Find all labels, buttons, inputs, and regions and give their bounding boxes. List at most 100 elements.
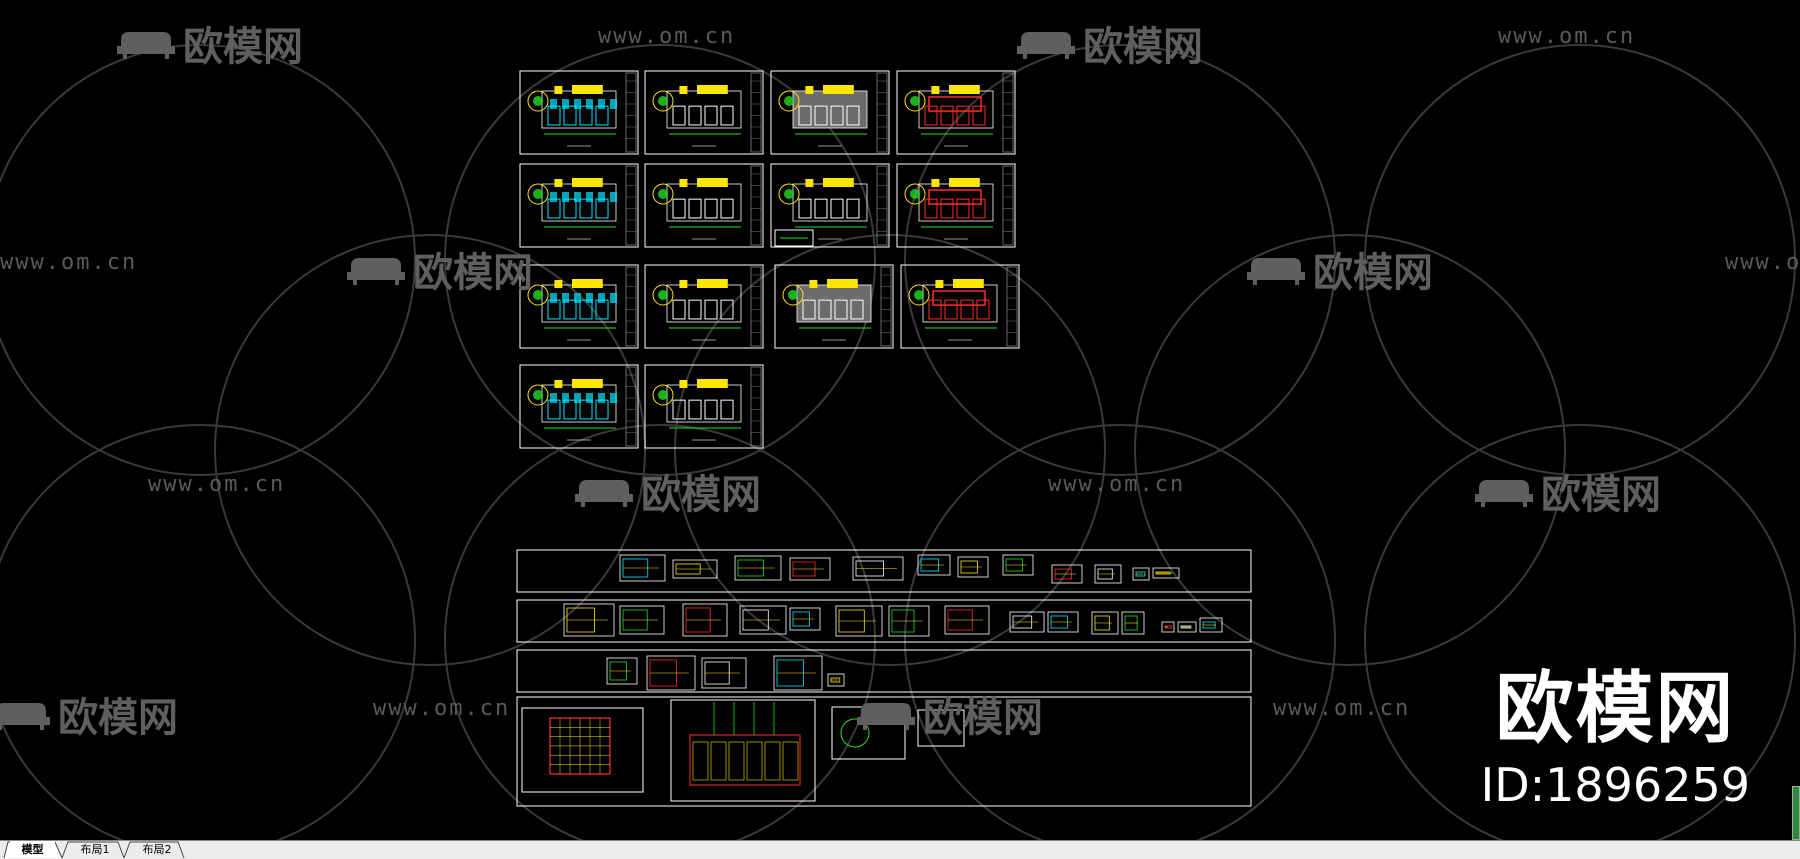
elevation-panel	[728, 741, 745, 781]
curved-entrance	[904, 90, 926, 112]
room-partition	[830, 198, 844, 219]
mini-sheet	[1177, 621, 1197, 633]
room-partition	[688, 105, 702, 126]
drawing-sheet-frame	[774, 264, 894, 349]
yellow-block	[679, 179, 688, 187]
mini-sheet	[606, 657, 638, 685]
sofa-logo-icon	[575, 480, 633, 507]
watermark-circle	[444, 424, 876, 840]
watermark-logo: 欧模网	[1245, 240, 1433, 298]
scrollbar-handle[interactable]	[1792, 786, 1800, 840]
mini-sheet	[682, 603, 728, 637]
yellow-block	[572, 178, 603, 187]
mini-sheet	[701, 657, 747, 689]
watermark-circle	[1134, 234, 1566, 666]
room-partition	[972, 105, 986, 126]
title-block	[1002, 165, 1014, 246]
floor-plan-outline	[796, 284, 872, 323]
room-partition	[563, 299, 577, 320]
green-planting	[533, 390, 543, 400]
title-block	[625, 72, 637, 153]
furniture-block	[598, 192, 605, 202]
curved-entrance	[778, 90, 800, 112]
furniture-block	[586, 192, 593, 202]
watermark-url: www.om.cn	[1498, 24, 1636, 49]
mini-sheet	[734, 555, 782, 581]
furniture-block	[562, 192, 569, 202]
watermark-brand-text: 欧模网	[1541, 472, 1661, 518]
room-partition	[672, 299, 686, 320]
tab-layout1[interactable]: 布局1	[80, 843, 110, 856]
brand-name: 欧模网	[1495, 664, 1736, 754]
furniture-block	[586, 393, 593, 403]
elevation-panel	[746, 741, 763, 781]
watermark-brand-text: 欧模网	[413, 250, 533, 296]
detail-strip-frame	[516, 549, 1252, 593]
furniture-block	[574, 293, 581, 303]
room-partition	[563, 198, 577, 219]
cad-drawing	[0, 44, 1796, 840]
watermark-circle	[1364, 424, 1796, 840]
mini-sheet	[646, 655, 696, 691]
detail-circle	[840, 718, 870, 748]
room-partition	[960, 299, 974, 320]
detail-strip-frame	[516, 649, 1252, 693]
yellow-block	[809, 280, 818, 288]
green-planting	[658, 390, 668, 400]
yellow-block	[572, 379, 603, 388]
yellow-block	[554, 179, 563, 187]
mini-sheet	[835, 605, 883, 637]
title-block	[750, 165, 762, 246]
watermark-circle	[904, 44, 1336, 476]
mini-sheet	[1002, 554, 1034, 576]
watermark-circle	[674, 234, 1106, 666]
tab-model[interactable]: 模型	[10, 841, 55, 858]
green-planting	[784, 189, 794, 199]
yellow-block	[554, 86, 563, 94]
yellow-block	[679, 380, 688, 388]
curved-entrance	[908, 284, 930, 306]
furniture-block	[598, 393, 605, 403]
yellow-block	[554, 280, 563, 288]
room-partition	[704, 399, 718, 420]
furniture-block	[550, 293, 557, 303]
furniture-block	[610, 393, 617, 403]
yellow-block	[697, 85, 728, 94]
watermark-url: www.om.cn	[373, 696, 511, 721]
floor-plan-outline	[541, 384, 617, 423]
watermark-brand-text: 欧模网	[1313, 250, 1433, 296]
watermark-url: www.om.cn	[1273, 696, 1411, 721]
red-outline	[932, 290, 986, 306]
furniture-block	[550, 192, 557, 202]
brand-id-label: ID:1896259	[1480, 758, 1750, 812]
title-block	[750, 72, 762, 153]
room-partition	[672, 399, 686, 420]
yellow-block	[823, 178, 854, 187]
yellow-block	[554, 380, 563, 388]
drawing-sheet-frame	[519, 163, 639, 248]
mini-sheet	[827, 673, 845, 687]
tab-layout2[interactable]: 布局2	[142, 843, 172, 856]
room-partition	[672, 198, 686, 219]
yellow-block	[949, 85, 980, 94]
drawing-sheet-frame	[644, 163, 764, 248]
room-partition	[720, 198, 734, 219]
watermark-brand-text: 欧模网	[58, 695, 178, 741]
furniture-block	[562, 393, 569, 403]
furniture-block	[586, 99, 593, 109]
curved-entrance	[652, 183, 674, 205]
drawing-sheet-frame	[644, 70, 764, 155]
watermark-url: www.om.cn	[148, 472, 286, 497]
watermark-brand-text: 欧模网	[183, 24, 303, 70]
yellow-block	[572, 279, 603, 288]
green-planting	[910, 96, 920, 106]
drawing-sheet-frame	[644, 264, 764, 349]
watermark-logo: 欧模网	[345, 240, 533, 298]
room-partition	[830, 105, 844, 126]
floor-plan-outline	[666, 90, 742, 129]
furniture-block	[610, 192, 617, 202]
watermark-logo: 欧模网	[573, 462, 761, 520]
room-partition	[814, 198, 828, 219]
green-planting	[788, 290, 798, 300]
